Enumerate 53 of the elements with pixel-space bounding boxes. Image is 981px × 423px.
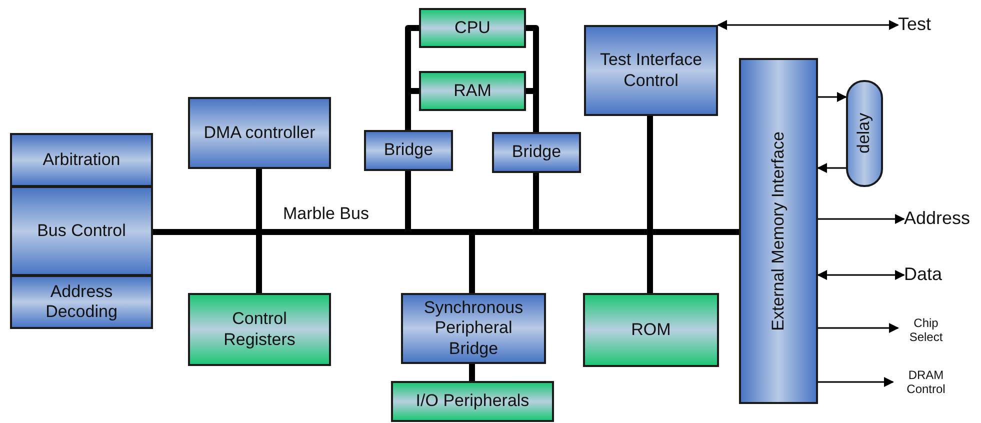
bus-line: [153, 229, 256, 235]
box-label: ROM: [631, 320, 671, 340]
block-box: [10, 275, 153, 329]
box-label: Synchronous Peripheral Bridge: [422, 298, 524, 360]
box-label: Bus Control: [37, 220, 126, 242]
rotated-label: delay: [854, 113, 874, 154]
box-label: DMA controller: [204, 122, 316, 144]
block-box: [10, 133, 153, 187]
bus-line: [653, 229, 739, 235]
bus-line: [256, 235, 262, 293]
arrow: [818, 92, 847, 102]
box-label: Bridge: [512, 142, 562, 163]
bus-line: [647, 116, 653, 229]
arrow: [817, 163, 846, 173]
memory-block-box: [391, 381, 554, 422]
memory-block-box: [419, 71, 526, 111]
bus-line: [469, 364, 475, 381]
block-box: [10, 186, 153, 276]
bus-line: [469, 235, 475, 293]
box-label: CPU: [454, 18, 490, 38]
bus-line: [533, 173, 539, 229]
bus-label: Marble Bus: [283, 204, 369, 224]
arrow: [817, 270, 905, 280]
bus-line: [256, 169, 262, 229]
box-label: I/O Peripherals: [416, 391, 530, 412]
memory-block-box: [188, 293, 331, 366]
arrow: [818, 377, 894, 387]
memory-block-box: [419, 8, 526, 48]
block-box: [584, 25, 718, 116]
signal-label: DRAM Control: [906, 368, 946, 396]
box-label: Bridge: [384, 140, 434, 161]
signal-label: Test: [898, 14, 932, 36]
signal-label: Address: [904, 208, 970, 230]
delay-pill: [846, 80, 883, 187]
rotated-label: External Memory Interface: [768, 131, 788, 331]
signal-label: Chip Select: [908, 316, 944, 344]
arrow: [818, 214, 905, 224]
memory-block-box: [583, 293, 719, 367]
block-box: [401, 293, 546, 364]
bus-line: [647, 235, 653, 293]
block-box: [188, 97, 331, 169]
arrow: [717, 20, 899, 30]
box-label: Address Decoding: [44, 282, 118, 322]
box-label: Arbitration: [42, 150, 120, 170]
block-box: [364, 130, 453, 171]
box-label: Test Interface Control: [598, 50, 704, 91]
box-label: RAM: [454, 80, 492, 102]
interface-bar-box: [739, 58, 818, 404]
block-box: [492, 132, 581, 173]
arrow: [818, 323, 899, 333]
box-label: Control Registers: [222, 309, 296, 350]
signal-label: Data: [904, 264, 942, 286]
bus-line: [405, 171, 411, 229]
